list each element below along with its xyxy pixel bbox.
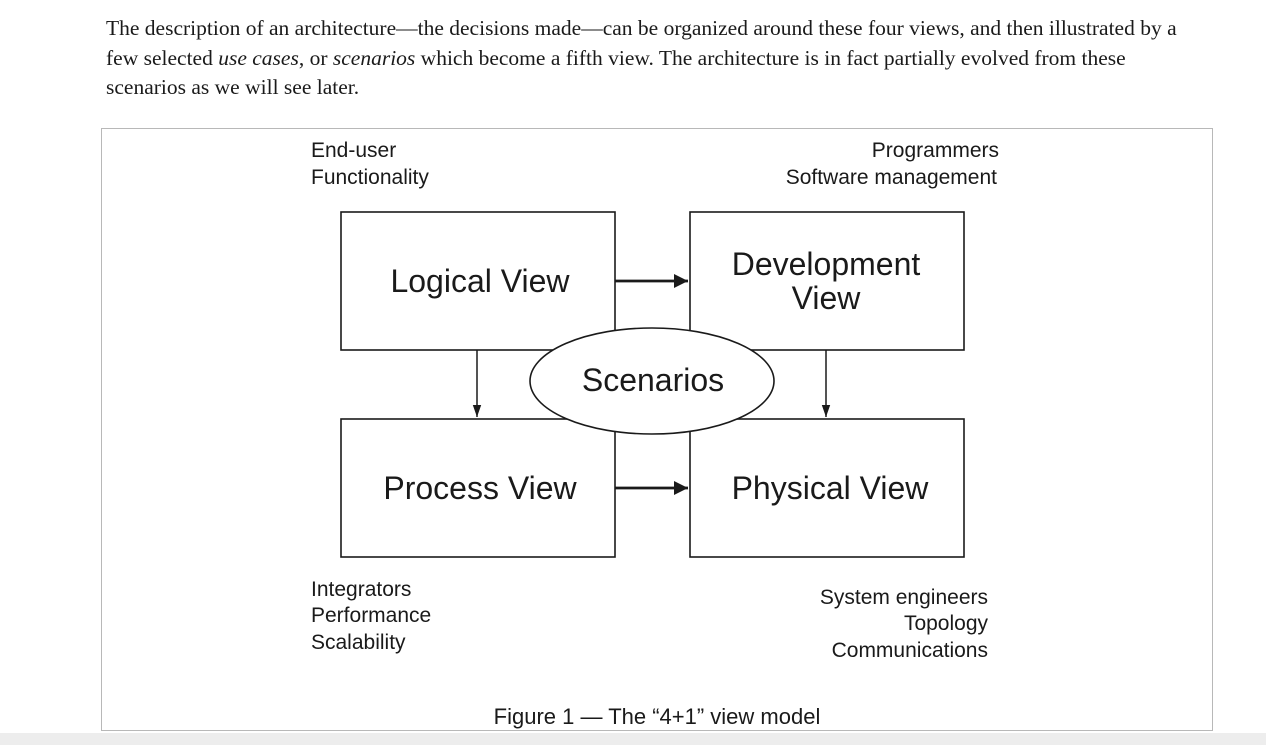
development-view-box	[689, 211, 965, 351]
stakeholder-top-right-2: Software management	[786, 166, 997, 189]
physical-view-label: Physical View	[732, 470, 930, 506]
intro-text-1: The description of an architecture—the d…	[106, 16, 1177, 70]
logical-view-label: Logical View	[390, 263, 570, 299]
intro-text-3: which become a fifth view. The architect…	[106, 45, 1126, 100]
intro-scenarios: scenarios	[332, 45, 416, 70]
intro-paragraph: The description of an architecture—the d…	[106, 14, 1206, 103]
process-view-box	[340, 418, 616, 558]
stakeholder-top-left-2: Functionality	[311, 166, 429, 189]
scenarios-label: Scenarios	[582, 362, 724, 398]
stakeholder-bottom-right-3: Communications	[832, 639, 988, 662]
process-view-label: Process View	[383, 470, 577, 506]
figure-frame	[101, 128, 1213, 731]
bottom-edge-shade	[0, 733, 1266, 745]
stakeholder-bottom-right-2: Topology	[904, 612, 989, 635]
development-view-label-line2: View	[792, 280, 862, 316]
physical-view-box	[689, 418, 965, 558]
stakeholder-bottom-left-2: Performance	[311, 604, 431, 627]
development-view-label-line1: Development	[732, 246, 921, 282]
stakeholder-bottom-left-1: Integrators	[311, 578, 411, 601]
intro-use-cases: use cases	[218, 45, 299, 70]
figure-caption: Figure 1 — The “4+1” view model	[494, 704, 821, 729]
stakeholder-top-right-1: Programmers	[872, 139, 999, 162]
scenarios-ellipse	[529, 327, 775, 435]
stakeholder-bottom-left-3: Scalability	[311, 631, 406, 654]
stakeholder-top-left-1: End-user	[311, 139, 396, 162]
stakeholder-bottom-right-1: System engineers	[820, 586, 988, 609]
logical-view-box	[340, 211, 616, 351]
intro-text-2: , or	[298, 45, 333, 70]
